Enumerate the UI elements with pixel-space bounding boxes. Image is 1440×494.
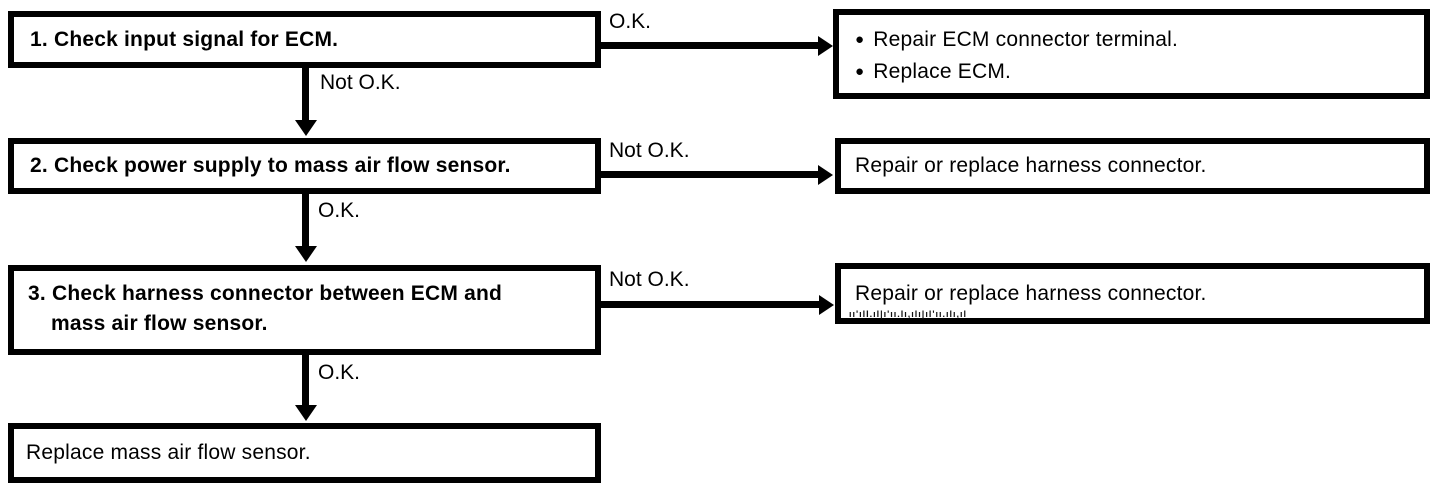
result-1-item-label: Repair ECM connector terminal. <box>873 28 1179 51</box>
arrow-step2-to-result2 <box>601 171 818 178</box>
arrow-step1-to-result1 <box>601 42 818 49</box>
arrow-step2-to-step3 <box>302 194 309 247</box>
arrow-step3-to-final <box>302 355 309 406</box>
edge-label-ok-2: O.K. <box>318 199 361 222</box>
result-2-label: Repair or replace harness connector. <box>855 154 1207 177</box>
step-3-label-line-2: mass air flow sensor. <box>51 312 268 335</box>
step-1-label: 1. Check input signal for ECM. <box>30 27 339 51</box>
step-1-box: 1. Check input signal for ECM. <box>8 11 601 68</box>
arrow-step3-to-result3 <box>601 301 819 308</box>
edge-label-ok-1: O.K. <box>609 10 652 33</box>
result-3-box: Repair or replace harness connector. ıı'… <box>835 263 1430 324</box>
result-3-label: Repair or replace harness connector. <box>855 281 1207 305</box>
edge-label-ok-3: O.K. <box>318 361 361 384</box>
result-1-item: ● Replace ECM. <box>855 57 1416 89</box>
arrow-step1-to-step2 <box>302 68 309 121</box>
final-action-box: Replace mass air flow sensor. <box>8 423 601 483</box>
edge-label-notok-2: Not O.K. <box>609 139 690 162</box>
result-1-item-label: Replace ECM. <box>873 60 1012 83</box>
step-3-box: 3. Check harness connector between ECM a… <box>8 265 601 355</box>
step-2-box: 2. Check power supply to mass air flow s… <box>8 138 601 194</box>
result-2-box: Repair or replace harness connector. <box>835 138 1430 194</box>
result-1-box: ● Repair ECM connector terminal. ● Repla… <box>833 9 1430 99</box>
step-3-label-line-1: 3. Check harness connector between ECM a… <box>28 282 503 305</box>
scan-artifact: ıı'ılİ.ıl|ı'ıı.lı,ılı|ıl'ıı.ılı,ıl <box>849 310 967 319</box>
step-2-label: 2. Check power supply to mass air flow s… <box>30 154 511 177</box>
bullet-icon: ● <box>855 63 865 80</box>
edge-label-notok-3: Not O.K. <box>609 268 690 291</box>
bullet-icon: ● <box>855 31 865 48</box>
edge-label-notok-1: Not O.K. <box>320 71 401 94</box>
final-action-label: Replace mass air flow sensor. <box>26 441 311 464</box>
result-1-item: ● Repair ECM connector terminal. <box>855 25 1416 57</box>
